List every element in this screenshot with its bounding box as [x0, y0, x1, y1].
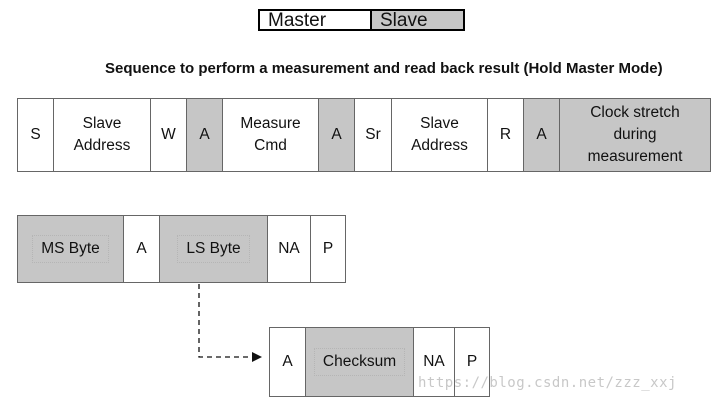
sequence-row-2: MS Byte A LS Byte NA P [17, 215, 346, 283]
ls-byte-cell: LS Byte [159, 215, 268, 283]
ack-cell: A [523, 98, 560, 172]
legend-master: Master [260, 11, 372, 30]
ack-cell: A [318, 98, 355, 172]
legend-slave: Slave [372, 11, 463, 30]
stop-condition-cell: P [310, 215, 346, 283]
checksum-cell: Checksum [305, 327, 414, 397]
stop-condition-cell: P [454, 327, 490, 397]
sequence-row-3: A Checksum NA P [269, 327, 490, 397]
legend: Master Slave [258, 9, 465, 31]
diagram-title: Sequence to perform a measurement and re… [105, 60, 663, 77]
watermark: https://blog.csdn.net/zzz_xxj [418, 375, 677, 391]
